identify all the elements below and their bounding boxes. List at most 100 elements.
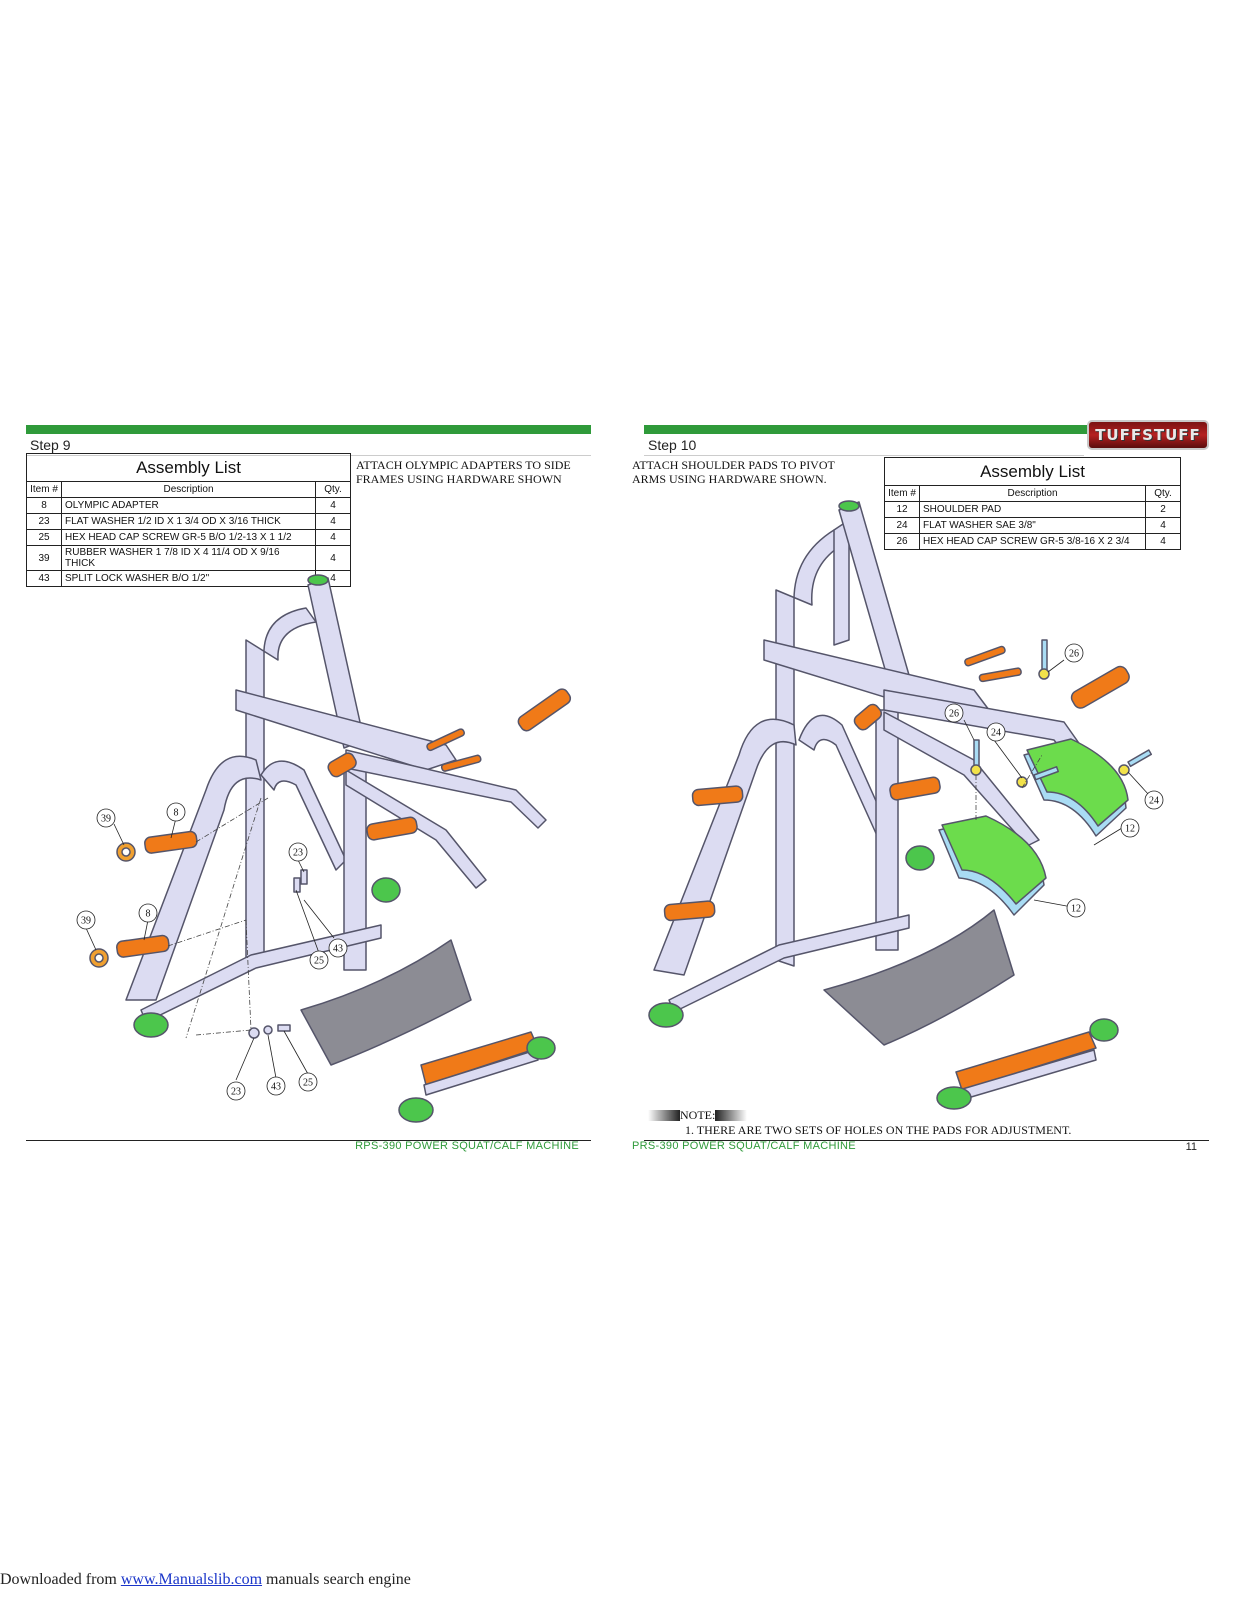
manualslib-link[interactable]: www.Manualslib.com — [120, 1571, 263, 1588]
frame-foot — [936, 1086, 972, 1110]
frame-foot — [133, 1012, 169, 1038]
logo-text: TUFFSTUFF — [1095, 426, 1201, 444]
item-number: 8 — [26, 497, 62, 514]
item-qty: 4 — [315, 545, 351, 571]
frame-foot — [905, 845, 935, 871]
callout-label: 8 — [174, 808, 179, 819]
callout-label: 39 — [101, 814, 111, 825]
weight-horn — [691, 785, 744, 807]
callout-39 — [96, 808, 116, 828]
step-title: Step 9 — [30, 437, 71, 453]
rear-upright — [775, 529, 843, 967]
olympic-adapter — [144, 830, 198, 854]
header-rule — [644, 455, 1084, 456]
foot-plate — [300, 939, 472, 1066]
handle — [964, 645, 1006, 667]
note-label: NOTE: — [680, 1108, 716, 1122]
flat-washer — [1038, 668, 1050, 680]
cap-screw — [293, 877, 301, 893]
note-block: NOTE: 1. THERE ARE TWO SETS OF HOLES ON … — [648, 1108, 1071, 1137]
cap-screw — [277, 1024, 291, 1032]
assembly-list-table: Assembly List Item # Description Qty. 12… — [884, 457, 1181, 550]
note-item: 1. THERE ARE TWO SETS OF HOLES ON THE PA… — [685, 1123, 1072, 1137]
callout-label: 23 — [231, 1087, 241, 1098]
callout-label: 26 — [949, 709, 959, 720]
table-row: 12 SHOULDER PAD 2 — [884, 501, 1181, 518]
callout-label: 26 — [1069, 649, 1079, 660]
item-qty: 4 — [315, 497, 351, 514]
cap-screw — [1127, 749, 1153, 768]
callout-label: 43 — [333, 944, 343, 955]
callout-label: 24 — [991, 728, 1001, 739]
footer-model-text: PRS-390 POWER SQUAT/CALF MACHINE — [632, 1140, 856, 1152]
item-description: HEX HEAD CAP SCREW GR-5 3/8-16 X 2 3/4 — [919, 533, 1146, 550]
column-cap — [838, 500, 860, 512]
callout-label: 24 — [1149, 796, 1159, 807]
tuffstuff-logo: TUFFSTUFF — [1087, 420, 1209, 450]
flat-washer — [1118, 764, 1130, 776]
weight-horn — [366, 816, 418, 841]
step-9-assembly-diagram: 39 8 39 8 23 43 25 23 43 25 — [76, 574, 572, 1123]
source-line: Downloaded from www.Manualslib.com manua… — [0, 1571, 411, 1589]
callout-12 — [1066, 898, 1086, 918]
callout-label: 25 — [303, 1078, 313, 1089]
item-qty: 4 — [315, 513, 351, 530]
shoulder-pad — [1026, 738, 1129, 827]
table-row: 23 FLAT WASHER 1/2 ID X 1 3/4 OD X 3/16 … — [26, 513, 351, 530]
flat-washer — [1016, 776, 1028, 788]
callout-8 — [166, 802, 186, 822]
callout-39 — [76, 910, 96, 930]
top-cross-arm — [235, 689, 457, 771]
weight-horn — [889, 776, 941, 801]
right-page: TUFFSTUFF Step 10 ATTACH SHOULDER PADS T… — [632, 0, 1209, 1180]
callout-25 — [298, 1072, 318, 1092]
item-description: OLYMPIC ADAPTER — [61, 497, 316, 514]
left-page: Step 9 Assembly List Item # Description … — [26, 0, 591, 1180]
shoulder-pad — [941, 815, 1047, 905]
table-row: 39 RUBBER WASHER 1 7/8 ID X 4 11/4 OD X … — [26, 545, 351, 571]
frame-foot — [1089, 1018, 1119, 1042]
table-row: 25 HEX HEAD CAP SCREW GR-5 B/O 1/2-13 X … — [26, 529, 351, 546]
step-10-assembly-diagram: 26 26 24 24 12 12 — [648, 500, 1164, 1110]
callout-label: 39 — [81, 916, 91, 927]
callout-12 — [1120, 818, 1140, 838]
assembly-list-table: Assembly List Item # Description Qty. 8 … — [26, 453, 351, 587]
table-header-row: Item # Description Qty. — [26, 481, 351, 498]
weight-horn — [327, 752, 357, 778]
note-bar-right — [715, 1110, 748, 1121]
column-item: Item # — [26, 481, 62, 498]
callout-label: 8 — [146, 909, 151, 920]
frame-foot — [371, 877, 401, 903]
olympic-adapter — [116, 934, 170, 958]
assembly-list-title: Assembly List — [26, 453, 351, 481]
callout-label: 23 — [293, 848, 303, 859]
callout-26 — [944, 703, 964, 723]
footer-rule — [644, 1140, 1209, 1141]
callout-23 — [226, 1081, 246, 1101]
handle — [426, 728, 465, 752]
cap-screw — [300, 869, 308, 885]
lock-washer — [263, 1025, 273, 1035]
weight-horn — [1070, 665, 1130, 709]
footer-model-text: RPS-390 POWER SQUAT/CALF MACHINE — [355, 1140, 579, 1152]
step-title: Step 10 — [648, 437, 697, 453]
column-qty: Qty. — [315, 481, 351, 498]
table-row: 43 SPLIT LOCK WASHER B/O 1/2" 4 — [26, 570, 351, 587]
assembly-list-title: Assembly List — [884, 457, 1181, 485]
foot-plate — [823, 909, 1015, 1046]
calf-block-rail — [423, 1049, 539, 1096]
handle — [440, 754, 482, 772]
table-row: 8 OLYMPIC ADAPTER 4 — [26, 497, 351, 514]
item-number: 39 — [26, 545, 62, 571]
cap-screw — [973, 739, 980, 767]
callout-8 — [138, 903, 158, 923]
item-description: FLAT WASHER 1/2 ID X 1 3/4 OD X 3/16 THI… — [61, 513, 316, 530]
cap-screw — [1041, 639, 1048, 671]
item-number: 23 — [26, 513, 62, 530]
callout-label: 25 — [314, 956, 324, 967]
callout-24 — [1144, 790, 1164, 810]
handle — [978, 667, 1022, 683]
footer-rule — [26, 1140, 591, 1141]
frame-foot — [648, 1002, 684, 1028]
front-frame-rear-leg — [260, 760, 347, 871]
